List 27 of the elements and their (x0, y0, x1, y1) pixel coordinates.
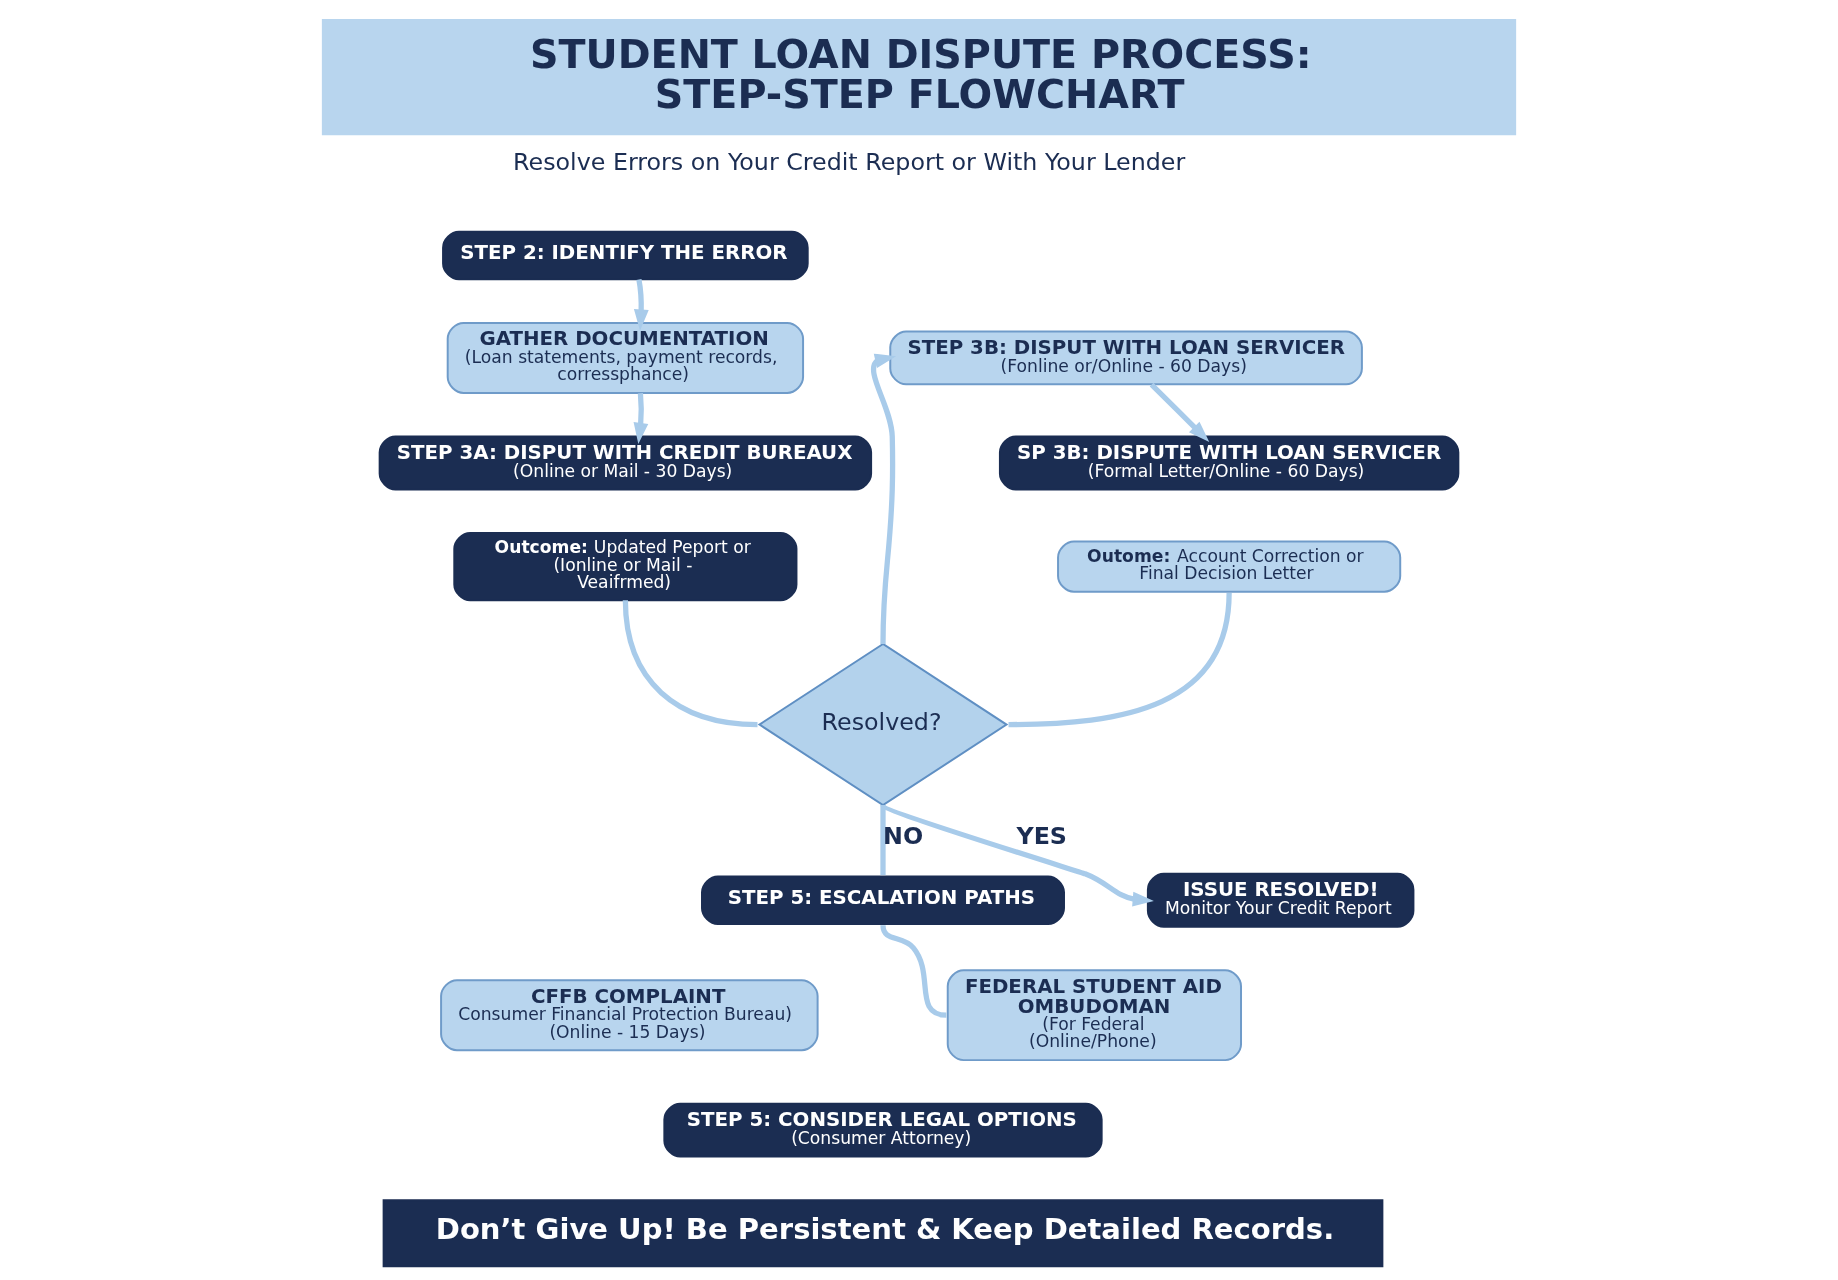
edge-label: NO (883, 821, 924, 850)
edge-label: YES (1016, 821, 1067, 850)
connector (622, 600, 758, 728)
node-box: Don’t Give Up! Be Persistent & Keep Detailed Records. (382, 1199, 1384, 1268)
label: Resolve Errors on Your Credit Report or With Your Lender (513, 148, 1186, 177)
diagram-title: STUDENT LOAN DISPUTE PROCESS: STEP-STEP FLOWCHART (529, 30, 1312, 117)
connector (880, 805, 886, 876)
node-box: STEP 3B: DISPUT WITH LOAN SERVICER (Fonline or/Online - 60 Days) (889, 330, 1363, 386)
arrow (633, 279, 649, 331)
node-diamond: Resolved? (757, 642, 1009, 807)
node-box: STEP 5: ESCALATION PATHS (701, 875, 1065, 926)
node-box: STEP 3A: DISPUT WITH CREDIT BUREAUX (Online or Mail - 30 Days) (378, 435, 873, 491)
arrow (1149, 382, 1210, 442)
node-box: STEP 2: IDENTIFY THE ERROR (442, 230, 809, 281)
node-box: GATHER DOCUMENTATION (Loan statements, payment records, corressphance) (446, 321, 805, 394)
connector (880, 925, 947, 1018)
node-box: SP 3B: DISPUTE WITH LOAN SERVICER (Formal Letter/Online - 60 Days) (998, 435, 1460, 491)
arrow (871, 353, 897, 644)
node-box: ISSUE RESOLVED! Monitor Your Credit Report (1146, 872, 1415, 928)
node-box: Outcome: Updated Peport or (Ionline or Mail - Veaifrmed) (453, 532, 798, 602)
connector (1008, 592, 1232, 728)
arrow (881, 802, 1154, 907)
arrow (633, 393, 649, 445)
node-box: Outome: Account Correction or Final Decision Letter (1057, 540, 1402, 593)
node-box: FEDERAL STUDENT AID OMBUDOMAN (For Federal (Online/Phone) (946, 969, 1242, 1062)
node-box: CFFB COMPLAINT Consumer Financial Protection Bureau) (Online - 15 Days) (440, 979, 819, 1052)
node-box: STEP 5: CONSIDER LEGAL OPTIONS (Consumer Attorney) (663, 1102, 1103, 1158)
